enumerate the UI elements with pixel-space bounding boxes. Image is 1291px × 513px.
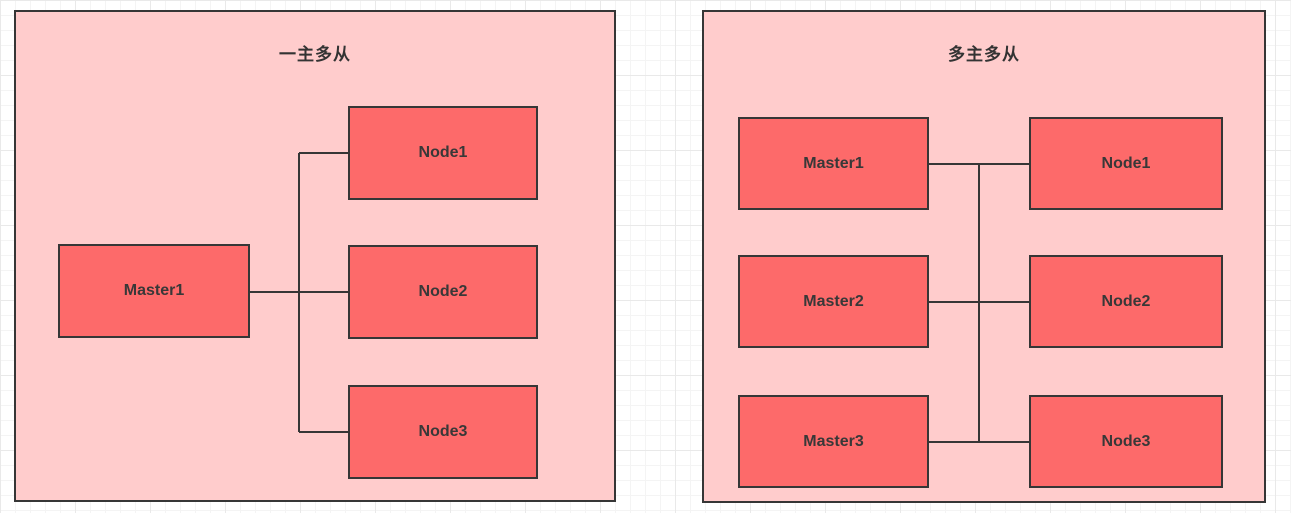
node-node3[interactable]: Node3 [348,385,538,479]
node-label: Master1 [123,282,185,299]
node-node2[interactable]: Node2 [348,245,538,339]
node-label: Node3 [1101,432,1151,450]
node-label: Master2 [803,292,864,310]
panel-title: 一主多从 [279,45,351,64]
node-node2[interactable]: Node2 [1029,255,1223,348]
node-master3[interactable]: Master3 [738,395,929,488]
node-label: Node1 [418,144,468,161]
node-node1[interactable]: Node1 [1029,117,1223,210]
node-master1[interactable]: Master1 [738,117,929,210]
node-label: Node2 [418,283,468,300]
node-master1[interactable]: Master1 [58,244,250,338]
node-label: Node1 [1101,154,1151,172]
panel-multi-master-multi-slave[interactable]: 多主多从 Master1 Master2 Master3 Node1 Node2… [702,10,1266,503]
node-node3[interactable]: Node3 [1029,395,1223,488]
panel-title: 多主多从 [948,45,1020,64]
panel-one-master-multi-slave[interactable]: 一主多从 Master1 Node1 Node2 Node3 [14,10,616,502]
node-label: Master3 [803,432,864,450]
node-master2[interactable]: Master2 [738,255,929,348]
node-label: Node2 [1101,292,1151,310]
node-label: Master1 [803,154,864,172]
node-node1[interactable]: Node1 [348,106,538,200]
node-label: Node3 [418,423,468,440]
